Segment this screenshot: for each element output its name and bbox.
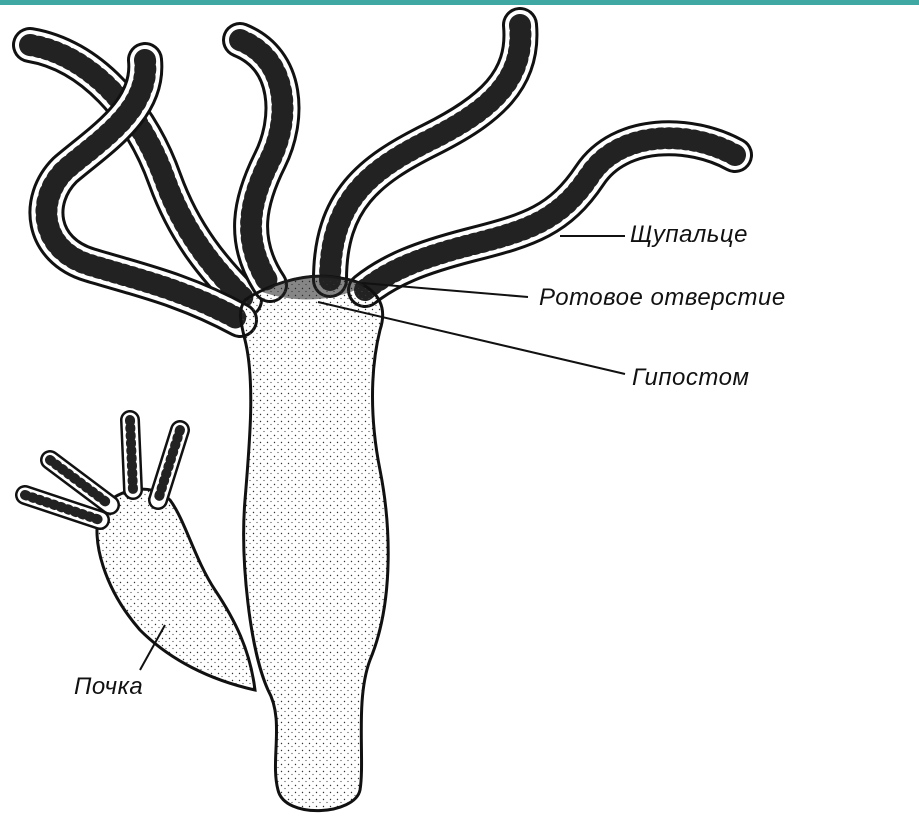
label-mouth: Ротовое отверстие bbox=[539, 284, 786, 312]
tentacle-3 bbox=[240, 40, 282, 285]
bud-group bbox=[25, 420, 255, 690]
label-bud: Почка bbox=[74, 673, 143, 701]
tentacle-group bbox=[30, 25, 735, 320]
label-hypostome: Гипостом bbox=[632, 364, 749, 392]
bud-body bbox=[97, 489, 255, 690]
hydra-body bbox=[240, 276, 388, 811]
label-tentacle: Щупальце bbox=[630, 221, 748, 249]
